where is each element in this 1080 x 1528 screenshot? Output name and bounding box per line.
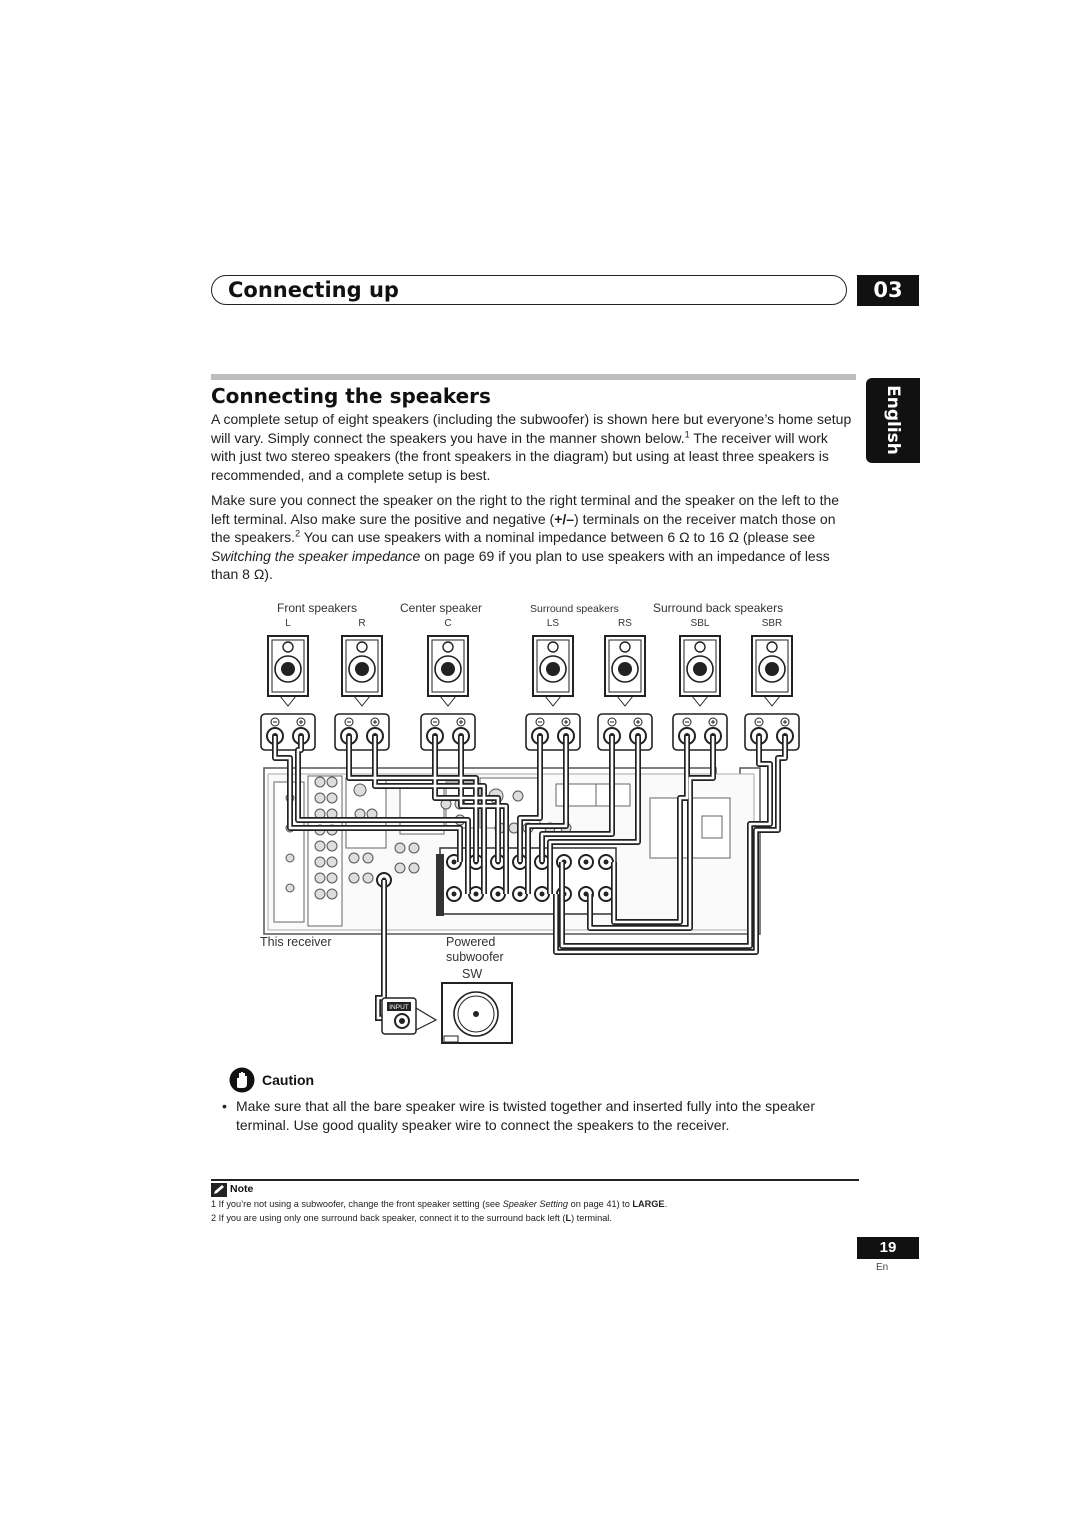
chapter-title: Connecting up bbox=[228, 278, 399, 302]
terminal-front-left bbox=[260, 713, 316, 751]
caution-heading: Caution bbox=[262, 1072, 315, 1088]
chapter-number: 03 bbox=[857, 275, 919, 306]
label-front-speakers: Front speakers bbox=[277, 601, 357, 615]
powered-subwoofer bbox=[441, 982, 513, 1044]
speaker-surround-left bbox=[532, 635, 574, 707]
label-surround-back-speakers: Surround back speakers bbox=[653, 601, 783, 615]
speaker-surround-back-left bbox=[679, 635, 721, 707]
note-rule bbox=[211, 1179, 859, 1181]
label-surround-speakers: Surround speakers bbox=[530, 603, 619, 615]
subwoofer-label-line2: subwoofer bbox=[446, 950, 504, 964]
intro-paragraph: A complete setup of eight speakers (incl… bbox=[211, 411, 852, 483]
channel-ls: LS bbox=[547, 618, 560, 629]
note-2: 2 If you are using only one surround bac… bbox=[211, 1213, 612, 1223]
caution-bullet: • bbox=[222, 1098, 227, 1114]
subwoofer-channel-label: SW bbox=[462, 967, 482, 981]
speaker-front-right bbox=[341, 635, 383, 707]
speaker-connection-diagram: Front speakers Center speaker Surround s… bbox=[260, 601, 800, 1044]
terminal-center bbox=[420, 713, 476, 751]
channel-sbr: SBR bbox=[762, 618, 783, 629]
terminal-surround-right bbox=[597, 713, 653, 751]
page-language-code: En bbox=[876, 1262, 889, 1273]
section-title: Connecting the speakers bbox=[211, 384, 491, 408]
channel-sbl: SBL bbox=[691, 618, 710, 629]
subwoofer-input-callout: INPUT bbox=[381, 997, 438, 1035]
caution-text: Make sure that all the bare speaker wire… bbox=[236, 1098, 815, 1133]
terminal-front-right bbox=[334, 713, 390, 751]
label-center-speaker: Center speaker bbox=[400, 601, 482, 615]
language-tab bbox=[866, 378, 920, 463]
speaker-surround-back-right bbox=[751, 635, 793, 707]
speaker-center bbox=[427, 635, 469, 707]
speaker-front-left bbox=[267, 635, 309, 707]
terminal-surround-left bbox=[525, 713, 581, 751]
note-1: 1 If you’re not using a subwoofer, chang… bbox=[211, 1199, 668, 1209]
chapter-header-bar bbox=[211, 275, 847, 305]
note-pencil-icon bbox=[211, 1183, 227, 1197]
channel-r: R bbox=[358, 618, 365, 629]
terminal-surround-back-left bbox=[672, 713, 728, 751]
speaker-surround-right bbox=[604, 635, 646, 707]
caution-hand-icon bbox=[229, 1067, 255, 1093]
channel-c: C bbox=[444, 618, 451, 629]
channel-rs: RS bbox=[618, 618, 632, 629]
receiver-label: This receiver bbox=[260, 935, 332, 949]
section-rule bbox=[211, 374, 856, 380]
polarity-paragraph: Make sure you connect the speaker on the… bbox=[211, 492, 840, 583]
language-tab-label: English bbox=[883, 385, 903, 455]
note-heading: Note bbox=[230, 1183, 254, 1195]
subwoofer-label-line1: Powered bbox=[446, 935, 495, 949]
input-label: INPUT bbox=[389, 1004, 409, 1011]
page-number: 19 bbox=[857, 1237, 919, 1259]
channel-l: L bbox=[285, 618, 291, 629]
terminal-surround-back-right bbox=[744, 713, 800, 751]
